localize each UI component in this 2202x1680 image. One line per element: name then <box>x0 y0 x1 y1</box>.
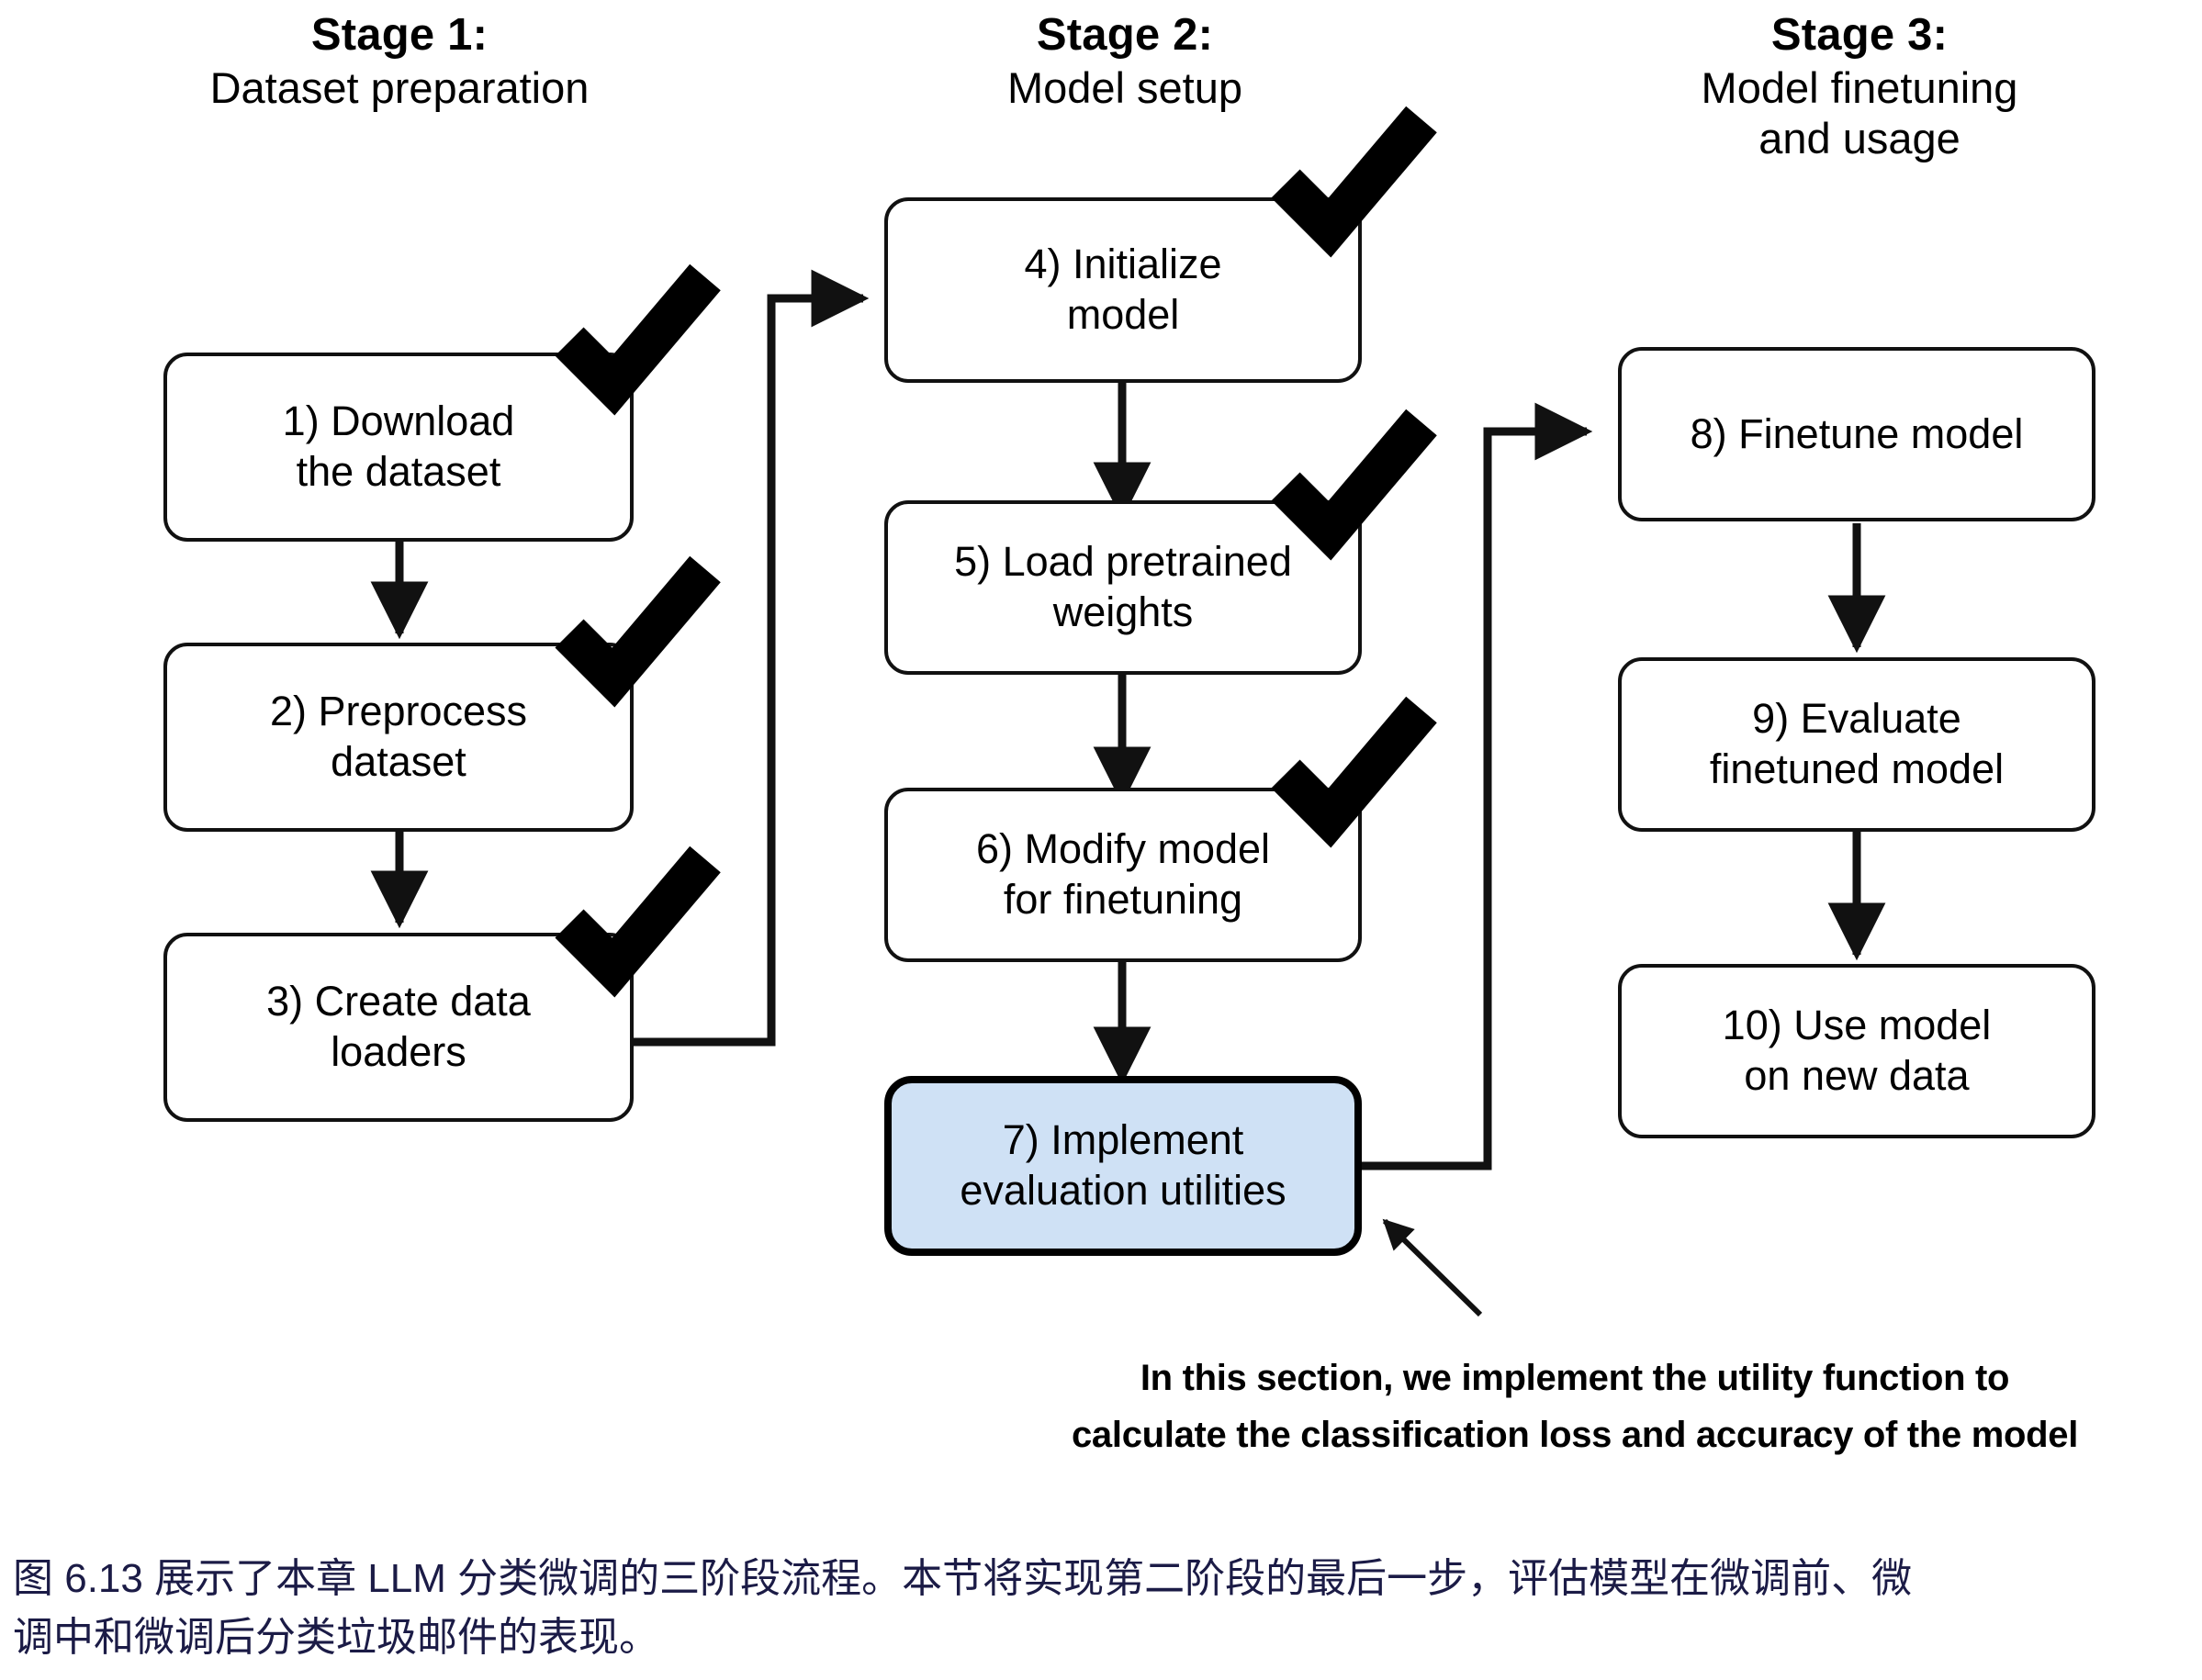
node-2-line1: 2) Preprocess <box>269 688 528 735</box>
caption-line1: 图 6.13 展示了本章 LLM 分类微调的三阶段流程。本节将实现第二阶段的最后… <box>13 1556 1913 1601</box>
stage-3-title: Stage 3: <box>1770 10 1949 60</box>
annotation-line1: In this section, we implement the utilit… <box>1140 1358 2010 1398</box>
caption-line2: 调中和微调后分类垃圾邮件的表现。 <box>13 1614 659 1660</box>
stage-3-subtitle-line1: Model finetuning <box>1701 62 2018 112</box>
node-3-line2: loaders <box>331 1028 466 1075</box>
stage-1-title: Stage 1: <box>310 10 489 60</box>
node-5-line1: 5) Load pretrained <box>954 538 1292 586</box>
node-6-line1: 6) Modify model <box>975 825 1271 873</box>
node-4-initialize-model[interactable]: 4) Initialize model <box>884 197 1362 383</box>
stage-1-subtitle: Dataset preparation <box>209 62 590 112</box>
node-1-line1: 1) Download <box>282 398 515 445</box>
node-9-evaluate-finetuned-model[interactable]: 9) Evaluate finetuned model <box>1618 657 2095 832</box>
node-7-line2: evaluation utilities <box>960 1167 1286 1214</box>
node-5-load-pretrained-weights[interactable]: 5) Load pretrained weights <box>884 500 1362 675</box>
stage-2-title: Stage 2: <box>1036 10 1214 60</box>
figure-caption: 图 6.13 展示了本章 LLM 分类微调的三阶段流程。本节将实现第二阶段的最后… <box>13 1550 2189 1667</box>
connector-stage1-stage2 <box>634 269 870 1047</box>
stage-1-heading: Stage 1: Dataset preparation <box>138 9 661 113</box>
node-4-line2: model <box>1066 291 1180 338</box>
stage-2-subtitle: Model setup <box>1006 62 1243 112</box>
node-2-line2: dataset <box>331 738 466 785</box>
node-1-line2: the dataset <box>296 448 501 495</box>
node-10-line1: 10) Use model <box>1722 1002 1992 1049</box>
connector-stage2-stage3 <box>1350 402 1593 1170</box>
node-9-line1: 9) Evaluate <box>1752 695 1961 743</box>
node-2-preprocess-dataset[interactable]: 2) Preprocess dataset <box>163 643 634 832</box>
node-10-line2: on new data <box>1744 1052 1970 1099</box>
node-9-line2: finetuned model <box>1709 745 2005 792</box>
node-5-line2: weights <box>1052 588 1194 635</box>
node-1-download-dataset[interactable]: 1) Download the dataset <box>163 353 634 542</box>
node-6-modify-model-for-finetuning[interactable]: 6) Modify model for finetuning <box>884 788 1362 962</box>
stage-2-heading: Stage 2: Model setup <box>863 9 1387 113</box>
annotation-pointer-arrow <box>1382 1218 1483 1317</box>
node-7-implement-evaluation-utilities[interactable]: 7) Implement evaluation utilities <box>884 1076 1362 1256</box>
node-6-line2: for finetuning <box>1003 876 1243 923</box>
node-7-line1: 7) Implement <box>1002 1116 1244 1164</box>
annotation-line2: calculate the classification loss and ac… <box>1071 1415 2079 1455</box>
node-10-use-model-on-new-data[interactable]: 10) Use model on new data <box>1618 964 2095 1138</box>
node-4-line1: 4) Initialize <box>1024 241 1222 288</box>
stage-3-subtitle-line2: and usage <box>1758 114 1960 163</box>
section-annotation: In this section, we implement the utilit… <box>973 1350 2176 1463</box>
stage-3-heading: Stage 3: Model finetuning and usage <box>1593 9 2126 164</box>
node-8-line1: 8) Finetune model <box>1690 409 2024 457</box>
node-3-create-data-loaders[interactable]: 3) Create data loaders <box>163 933 634 1122</box>
node-3-line1: 3) Create data <box>266 978 531 1025</box>
node-8-finetune-model[interactable]: 8) Finetune model <box>1618 347 2095 521</box>
